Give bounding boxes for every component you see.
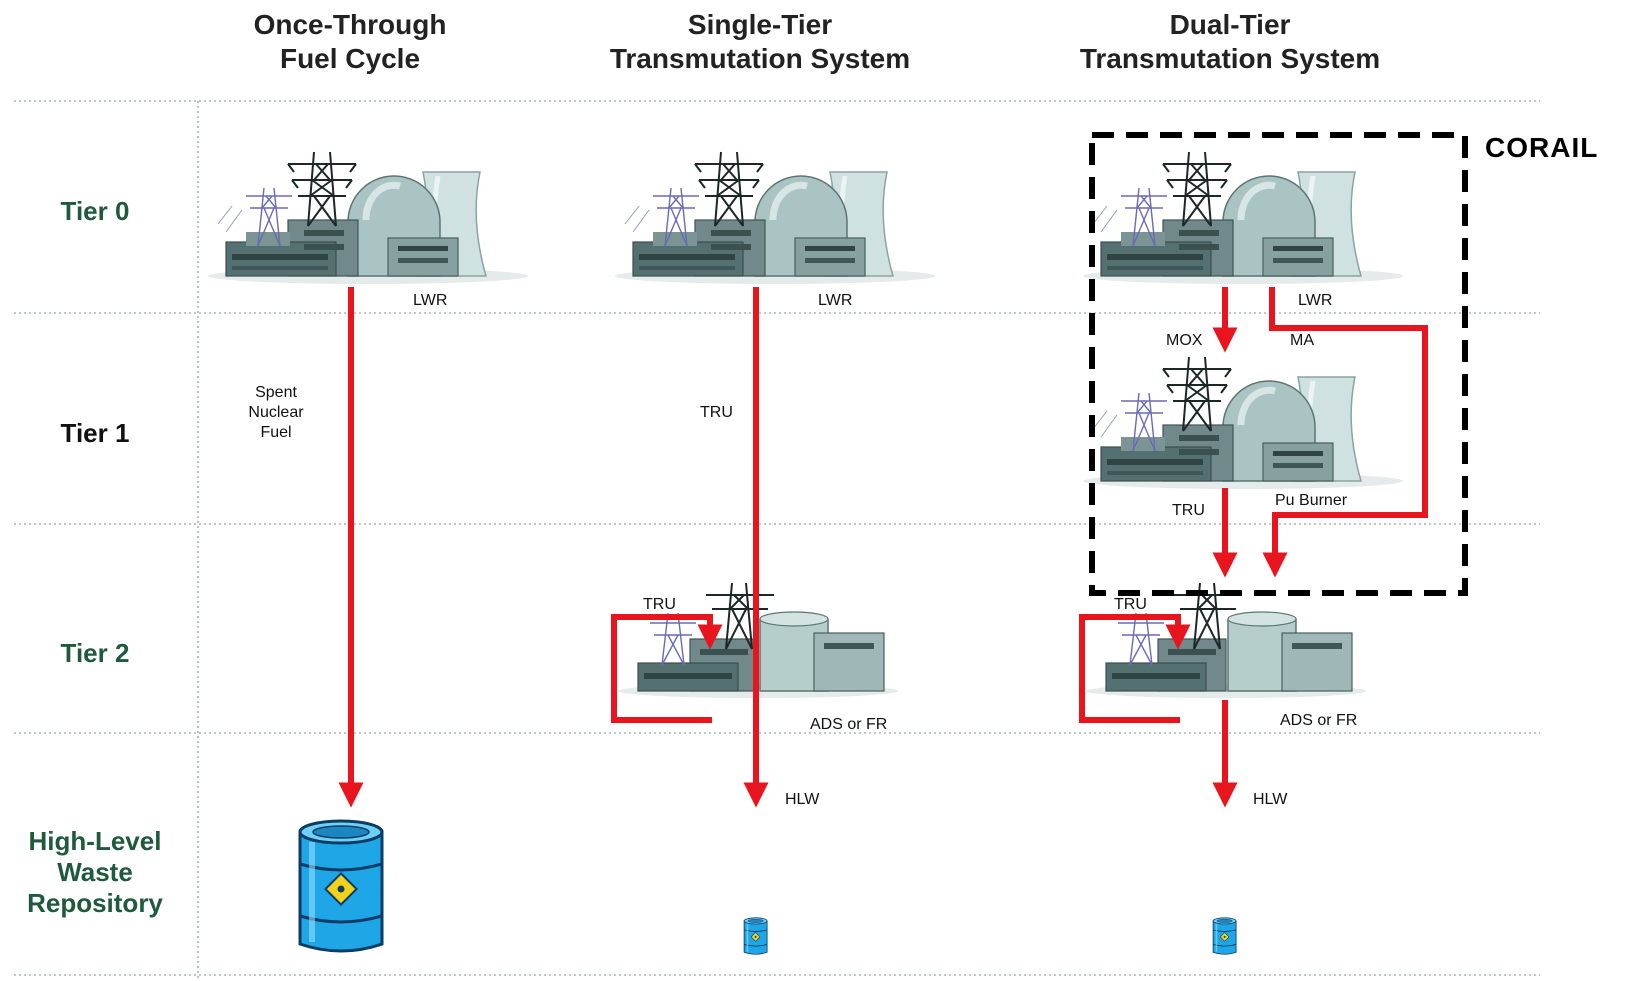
lwr-label-single-tier: LWR	[818, 292, 853, 309]
ma-label: MA	[1290, 332, 1314, 349]
tru-label-single-tier: TRU	[700, 404, 733, 421]
ads-fr-label-single-tier: ADS or FR	[810, 716, 888, 733]
pu-burner-label: Pu Burner	[1275, 492, 1348, 509]
tier-1-label: Tier 1	[60, 418, 130, 448]
column-title-once-through: Once-Through Fuel Cycle	[253, 9, 447, 74]
hlw-label-single-tier: HLW	[785, 791, 820, 808]
repository-label: High-Level Waste Repository	[27, 826, 163, 918]
arrow-ma	[1262, 287, 1428, 578]
column-title-single-tier: Single-Tier Transmutation System	[609, 9, 911, 74]
arrow-tru-recycle-single	[611, 614, 723, 723]
pu-burner-plant	[1083, 357, 1403, 489]
tru-recycle-label-single: TRU	[643, 596, 676, 613]
tier-0-label: Tier 0	[60, 196, 130, 226]
small-waste-barrel-dual-tier	[1212, 917, 1237, 956]
corail-boundary-box	[1089, 132, 1468, 596]
arrow-tru-recycle-dual	[1079, 614, 1191, 723]
lwr-label-dual-tier: LWR	[1298, 292, 1333, 309]
spent-nuclear-fuel-label: Spent Nuclear Fuel	[248, 384, 304, 441]
column-title-dual-tier: Dual-Tier Transmutation System	[1079, 9, 1381, 74]
tier-2-label: Tier 2	[60, 638, 130, 668]
hlw-label-dual-tier: HLW	[1253, 791, 1288, 808]
lwr-plant-once-through	[208, 152, 528, 284]
lwr-plant-dual-tier	[1083, 152, 1403, 284]
large-waste-barrel	[300, 821, 382, 951]
grid-lines	[14, 100, 1540, 980]
tru-label-dual-tier: TRU	[1172, 502, 1205, 519]
lwr-label-once-through: LWR	[413, 292, 448, 309]
flow-arrows	[338, 287, 1428, 808]
corail-label: CORAIL	[1485, 132, 1599, 163]
mox-label: MOX	[1166, 332, 1203, 349]
small-waste-barrel-single-tier	[743, 917, 768, 956]
tru-recycle-label-dual: TRU	[1114, 596, 1147, 613]
ads-fr-label-dual-tier: ADS or FR	[1280, 712, 1358, 729]
lwr-plant-single-tier	[615, 152, 935, 284]
